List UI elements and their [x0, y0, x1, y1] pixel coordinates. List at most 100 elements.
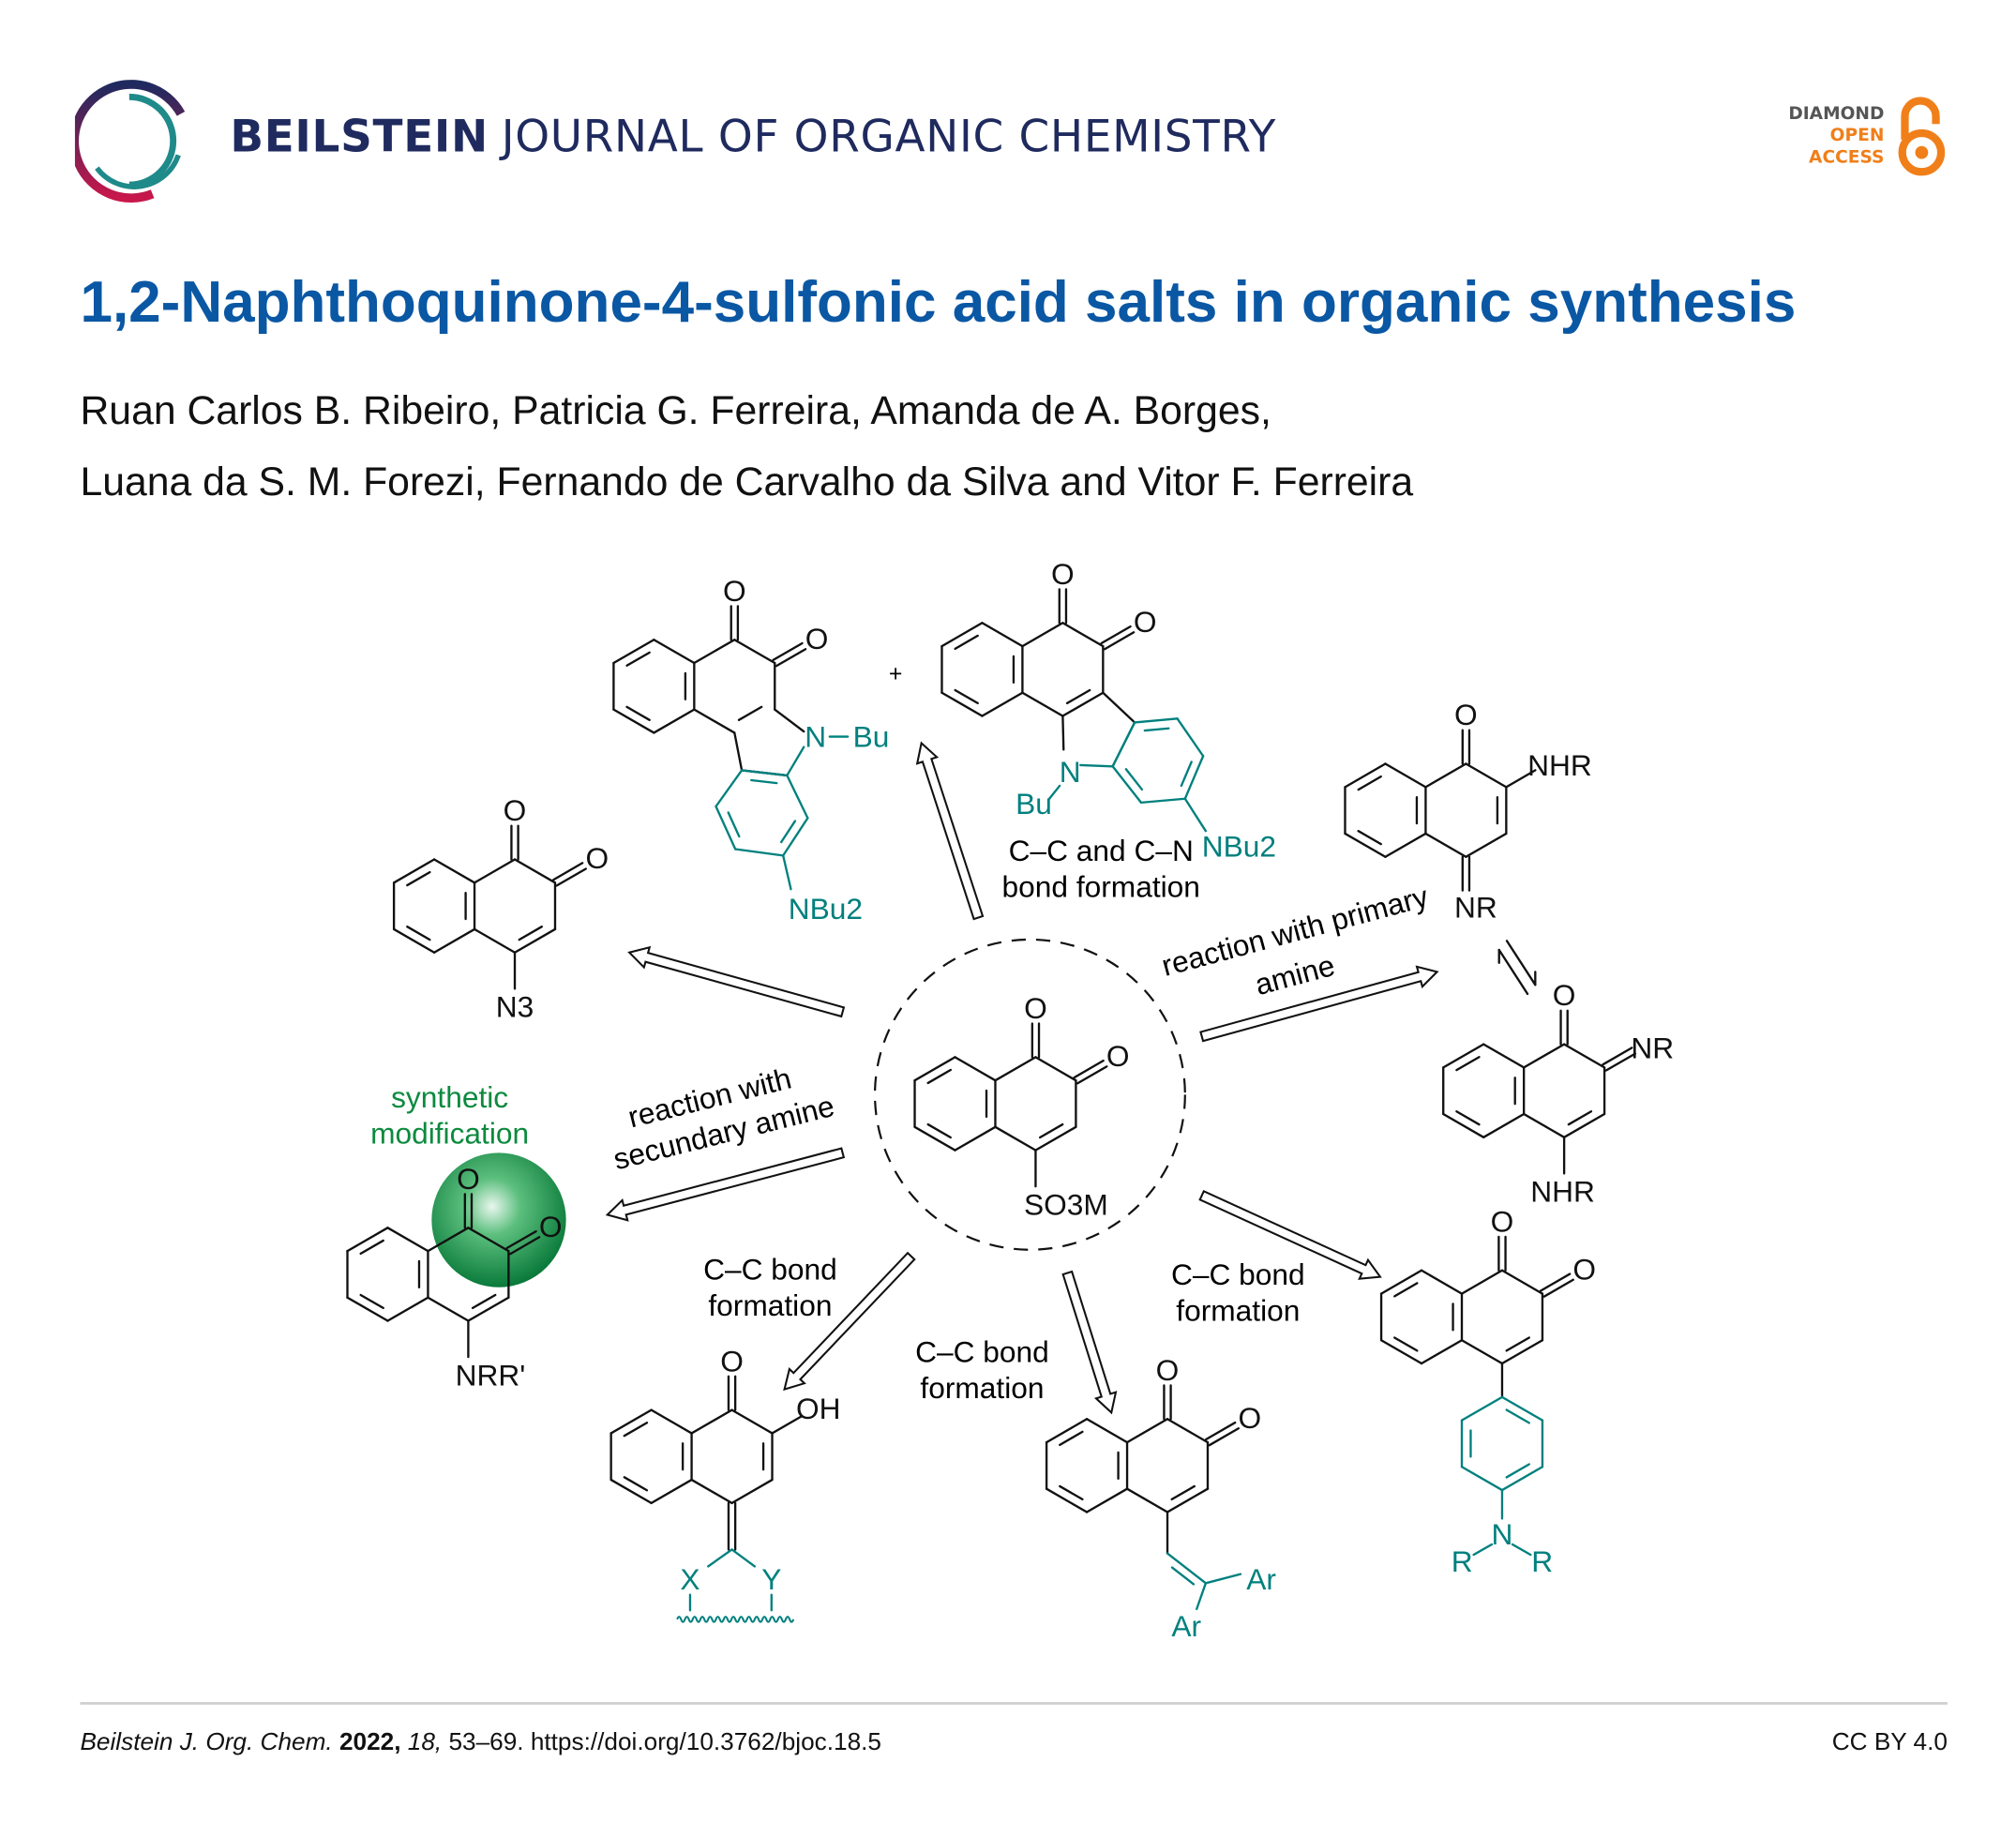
atom-label-o: O — [1572, 1252, 1596, 1286]
double-bond-line — [1505, 1336, 1530, 1352]
bond — [1196, 1582, 1208, 1611]
double-bond-line — [1455, 1110, 1481, 1126]
reaction-arrow — [915, 741, 985, 921]
benzo-ring-bond — [609, 1408, 653, 1435]
quinone-ring-bond — [1021, 622, 1064, 648]
atom-label-o: O — [1156, 1353, 1180, 1387]
atom-label-o: O — [1491, 1204, 1514, 1238]
quinone-ring-bond — [1500, 1339, 1544, 1365]
benzo-ring-bond — [981, 691, 1024, 717]
quinone-ring-bond — [693, 708, 736, 734]
benzo-ring-bond — [1442, 1043, 1485, 1069]
atom-label-nbu2: NBu2 — [789, 892, 863, 926]
label-cc-bond-a-1: C–C bond — [703, 1252, 837, 1286]
double-bond-line — [1170, 1484, 1196, 1501]
quinone-ring-bond — [1460, 1339, 1504, 1365]
double-bond-line — [359, 1293, 384, 1310]
quinone-ring-bond — [730, 1408, 774, 1435]
atom-label-o: O — [720, 1344, 744, 1378]
benzo-ring-bond — [954, 1125, 997, 1152]
quinone-ring-bond — [473, 927, 517, 954]
benzo-ring-bond — [653, 708, 696, 734]
bond — [1497, 948, 1529, 996]
atom-label-n3: N3 — [496, 990, 534, 1024]
bond — [1047, 784, 1061, 800]
double-bond-line — [780, 820, 797, 844]
teal-ring-bond — [1111, 765, 1143, 805]
bond — [786, 745, 805, 777]
citation-doi-link[interactable]: 53–69. https://doi.org/10.3762/bjoc.18.5 — [448, 1729, 881, 1756]
teal-ring-bond — [786, 774, 809, 820]
double-bond — [1602, 1046, 1633, 1066]
bond — [707, 1548, 733, 1568]
double-bond-line — [1124, 768, 1144, 791]
atom-label-o: O — [1134, 605, 1157, 639]
double-bond-line — [1038, 1122, 1064, 1139]
double-bond-line — [1059, 1484, 1084, 1501]
double-bond-line — [359, 1239, 384, 1256]
double-bond-line — [1393, 1336, 1419, 1352]
bond — [1204, 1573, 1242, 1585]
teal-ring-bond — [740, 769, 789, 777]
badge-line-open: OPEN — [1829, 125, 1885, 146]
authors-line-1: Ruan Carlos B. Ribeiro, Patricia G. Ferr… — [80, 387, 1271, 433]
double-bond-line — [750, 778, 778, 785]
atom-label-x: X — [680, 1562, 700, 1596]
benzo-ring-bond — [1384, 762, 1427, 789]
teal-ring-bond — [1183, 755, 1205, 800]
teal-ring-bond — [1133, 717, 1179, 724]
bond — [1079, 763, 1114, 768]
double-bond-line — [1505, 1408, 1530, 1424]
atom-label-n: N — [805, 720, 826, 754]
journal-name-rest: JOURNAL OF ORGANIC CHEMISTRY — [501, 111, 1277, 163]
reaction-arrow — [783, 1251, 916, 1392]
quinone-ring-bond — [1021, 691, 1064, 717]
atom-label-ar: Ar — [1171, 1609, 1201, 1643]
central-dashed-circle — [873, 938, 1186, 1251]
label-cc-bond-a-2: formation — [708, 1288, 832, 1322]
citation-year: 2022, — [339, 1729, 401, 1756]
benzo-ring-bond — [650, 1408, 693, 1435]
bond — [1183, 797, 1208, 833]
benzo-ring-bond — [1384, 832, 1427, 858]
quinone-ring-bond — [1465, 832, 1508, 858]
wavy-bond — [676, 1616, 795, 1623]
benzo-ring-bond — [1085, 1487, 1129, 1513]
atom-label-n: N — [1492, 1517, 1513, 1551]
bond — [1505, 940, 1537, 986]
quinone-ring-bond — [513, 858, 557, 884]
benzo-ring-bond — [386, 1227, 429, 1253]
quinone-ring-bond — [427, 1296, 470, 1322]
atom-label-o: O — [1553, 978, 1576, 1012]
double-bond-line — [625, 705, 651, 721]
double-bond — [1604, 1052, 1637, 1072]
quinone-ring-bond — [733, 639, 776, 665]
bond — [1061, 691, 1105, 717]
footer-divider — [80, 1702, 1948, 1705]
double-bond — [775, 648, 807, 668]
quinone-ring-bond — [693, 639, 736, 665]
quinone-ring-bond — [1166, 1418, 1210, 1444]
bond — [1505, 769, 1537, 789]
teal-ring-bond — [1111, 721, 1136, 768]
quinone-ring-bond — [467, 1296, 510, 1322]
double-bond-line — [954, 634, 979, 651]
double-bond-line — [406, 870, 431, 887]
phenyl-ring-bond — [1500, 1466, 1544, 1492]
quinone-ring-bond — [513, 927, 557, 954]
double-bond-line — [926, 1122, 952, 1139]
benzo-ring-bond — [1085, 1418, 1129, 1444]
double-bond — [1073, 1059, 1105, 1079]
bond — [1166, 1552, 1208, 1585]
atom-label-y: Y — [761, 1562, 781, 1596]
teal-ring-bond — [715, 769, 744, 808]
benzo-ring-bond — [913, 1056, 956, 1082]
double-bond-line — [1357, 830, 1382, 846]
benzo-ring-bond — [1045, 1418, 1089, 1444]
citation-volume: 18, — [407, 1729, 443, 1756]
bond — [774, 708, 805, 733]
atom-label-nrr: NRR' — [456, 1358, 526, 1392]
double-bond-line — [737, 705, 763, 721]
atom-label-nhr: NHR — [1527, 748, 1592, 782]
